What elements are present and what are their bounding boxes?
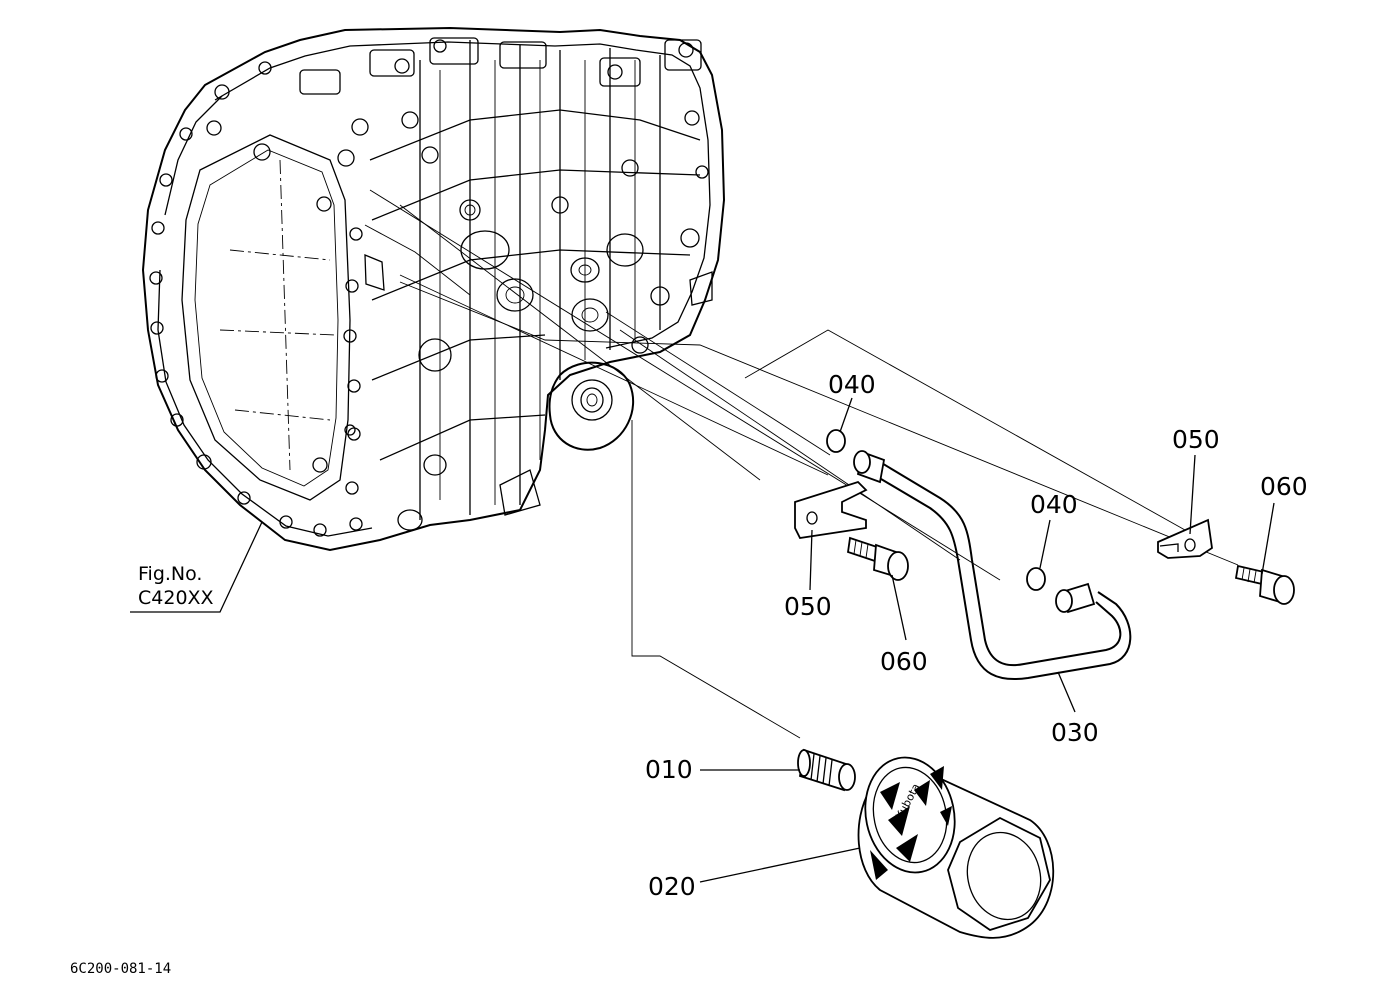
callout-labels: 040 040 050 060 050 060 030 010 020 xyxy=(645,370,1308,901)
figure-reference-line2: C420XX xyxy=(138,587,214,609)
o-ring-right xyxy=(1026,567,1046,591)
callout-060-right: 060 xyxy=(1260,472,1308,501)
callout-030: 030 xyxy=(1051,718,1099,747)
figure-reference-line1: Fig.No. xyxy=(138,563,202,585)
clamp-plate-left xyxy=(794,480,868,539)
transmission-housing xyxy=(141,26,726,552)
callout-020: 020 xyxy=(648,872,696,901)
o-ring-left xyxy=(826,429,846,453)
explosion-lines xyxy=(364,189,1239,739)
bolt-left xyxy=(847,536,909,581)
clamp-plate-right xyxy=(1157,518,1213,559)
callout-010: 010 xyxy=(645,755,693,784)
callout-040-upper: 040 xyxy=(828,370,876,399)
callout-050-left: 050 xyxy=(784,592,832,621)
callout-leaders xyxy=(130,397,1275,883)
oil-pipe xyxy=(853,450,1132,681)
figure-reference: Fig.No. C420XX xyxy=(138,563,214,609)
callout-060-left: 060 xyxy=(880,647,928,676)
bolt-right xyxy=(1234,564,1295,605)
flange-bolt-holes xyxy=(149,61,363,537)
oil-filter: Kubota xyxy=(857,756,1055,939)
connector-nipple xyxy=(797,748,856,792)
callout-040-lower: 040 xyxy=(1030,490,1078,519)
callout-050-right: 050 xyxy=(1172,425,1220,454)
housing-ports xyxy=(364,230,713,531)
drawing-code: 6C200-081-14 xyxy=(70,961,171,977)
top-bosses xyxy=(299,37,709,473)
filter-mount-flange xyxy=(548,361,635,451)
